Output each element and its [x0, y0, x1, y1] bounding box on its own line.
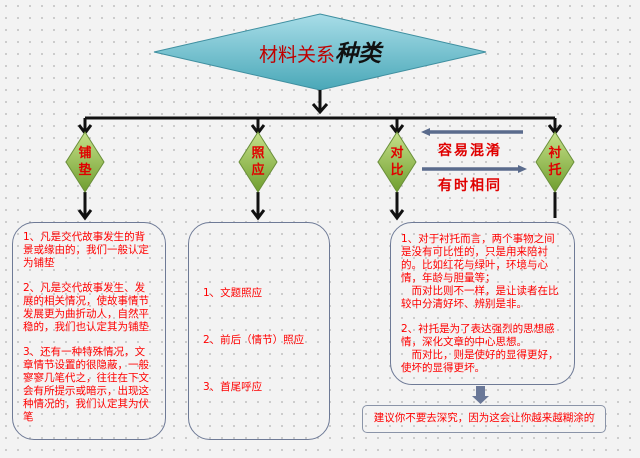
advice-note: 建议你不要去深究，因为这会让你越来越糊涂的 [362, 405, 606, 433]
label: 比 [390, 163, 404, 178]
category-duibi: 对比 [382, 145, 412, 179]
box-item: 而对比则不一样，是让读者在比较中分清好坏、辨别是非。 [401, 285, 559, 310]
label: 对 [390, 146, 404, 161]
diamond-zhaoying [238, 131, 278, 193]
box-item: 1、对于衬托而言，两个事物之间是没有可比性的，只是用来陪衬的。比如红花与绿叶，环… [401, 233, 555, 284]
box-item: 2、衬托是为了表达强烈的思想感情，深化文章的中心思想。 [401, 323, 555, 348]
title-main: 材料关系 [258, 44, 335, 66]
box-duibi-chentuo: 1、对于衬托而言，两个事物之间是没有可比性的，只是用来陪衬的。比如红花与绿叶，环… [390, 222, 575, 385]
diamond-pudian [65, 131, 105, 193]
page-title: 材料关系种类 [220, 34, 420, 68]
relation-confuse: 容易混淆 [438, 143, 502, 159]
label: 垫 [78, 163, 92, 178]
box-item: 1、凡是交代故事发生的背景或缘由的，我们一般认定为铺垫 [23, 231, 149, 269]
title-emphasis: 种类 [335, 40, 381, 67]
box-item: 2、前后（情节）照应 [203, 334, 305, 346]
box-item: 1、文题照应 [203, 287, 263, 299]
box-pudian: 1、凡是交代故事发生的背景或缘由的，我们一般认定为铺垫 2、凡是交代故事发生、发… [12, 222, 166, 440]
box-item: 3、首尾呼应 [203, 381, 263, 393]
box-item: 而对比，则是使好的显得更好，使坏的显得更坏。 [401, 349, 559, 374]
label: 托 [548, 163, 562, 178]
label: 应 [251, 163, 265, 178]
label: 衬 [548, 146, 562, 161]
box-item: 2、凡是交代故事发生、发展的相关情况，使故事情节发展更为曲折动人，自然平稳的，我… [23, 282, 149, 333]
category-pudian: 铺垫 [70, 145, 100, 179]
relation-same: 有时相同 [438, 178, 502, 194]
diamond-chentuo [535, 131, 575, 193]
box-zhaoying: 1、文题照应 2、前后（情节）照应 3、首尾呼应 [188, 222, 330, 440]
label: 铺 [78, 146, 92, 161]
category-chentuo: 衬托 [540, 145, 570, 179]
diamond-duibi [377, 131, 417, 193]
category-zhaoying: 照应 [243, 145, 273, 179]
label: 照 [251, 146, 265, 161]
box-item: 3、还有一种特殊情况，文章情节设置的很隐蔽，一般寥寥几笔代之，往往在下文会有所提… [23, 346, 149, 423]
